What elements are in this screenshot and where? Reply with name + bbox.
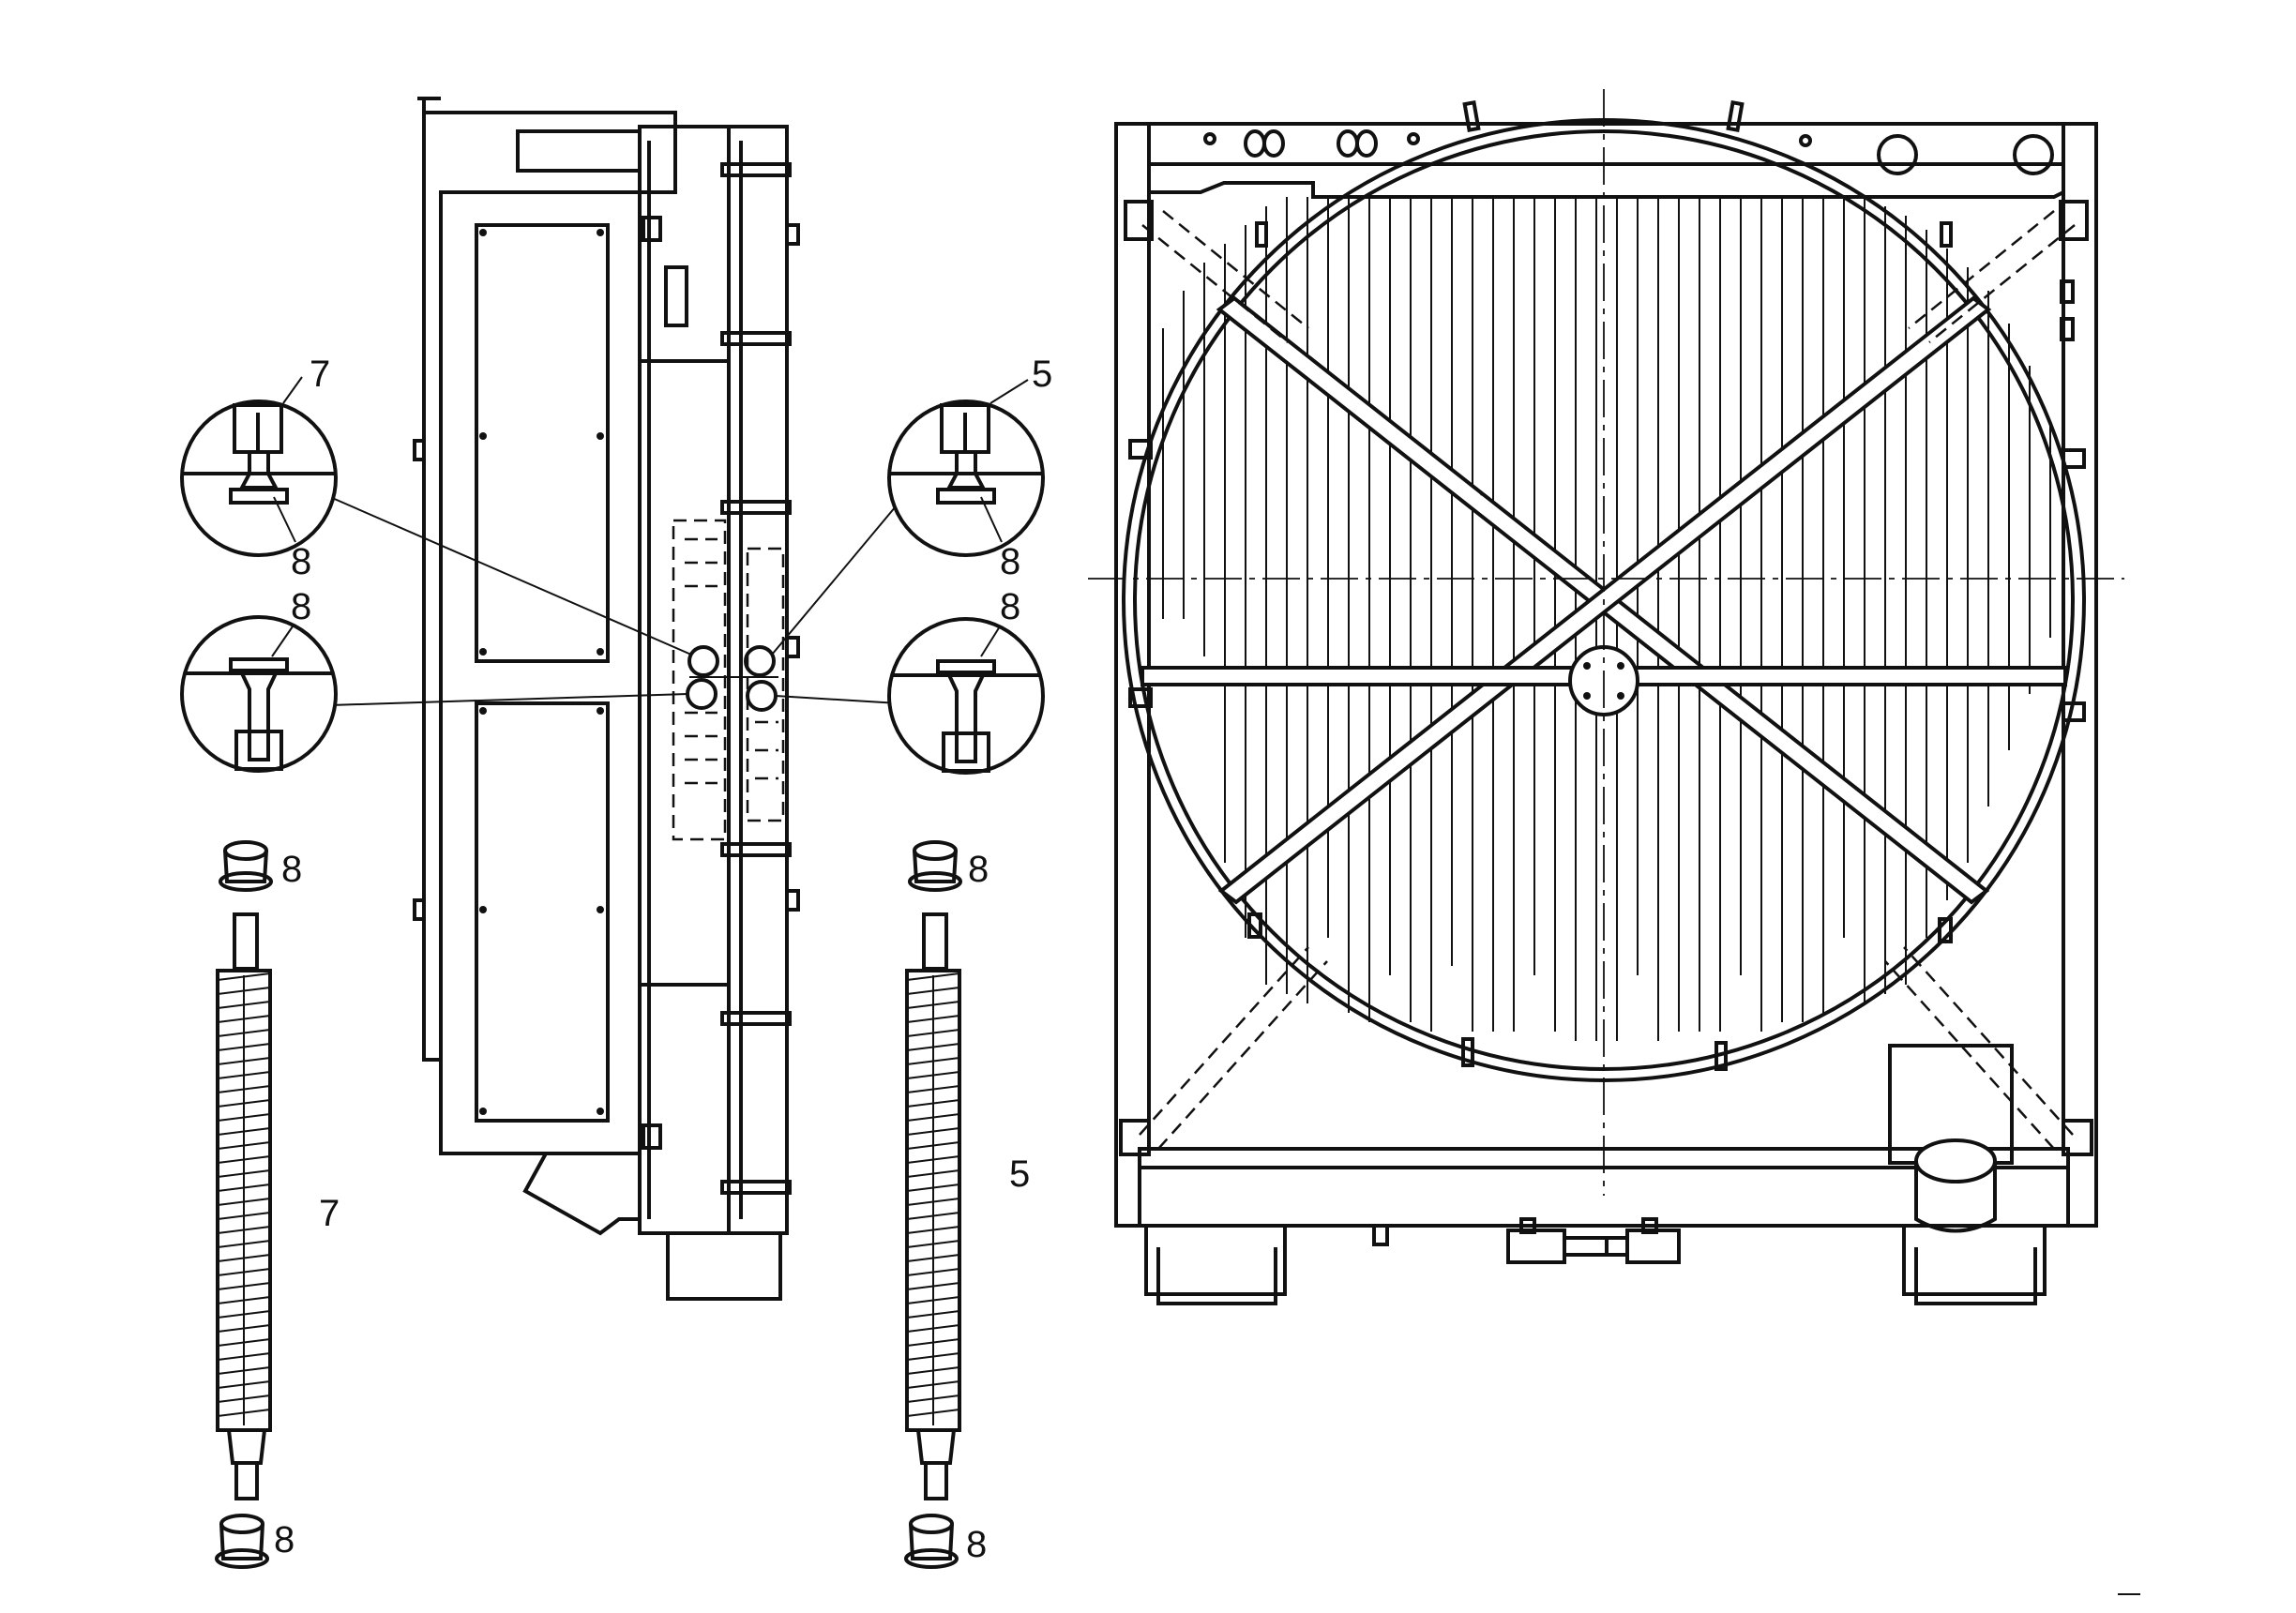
label-left-tube: 7 xyxy=(319,1193,340,1234)
label-detail-bottom-left-seal: 8 xyxy=(291,586,311,627)
fan-spokes xyxy=(1140,295,2067,905)
label-left-grommet-bottom: 8 xyxy=(274,1519,295,1560)
upper-right-connection xyxy=(744,645,776,677)
upper-left-connection xyxy=(687,645,719,677)
left-grommet-top xyxy=(219,840,273,892)
lower-right-connection xyxy=(746,680,778,712)
lower-access-panel xyxy=(475,701,610,1123)
detail-top-left xyxy=(180,399,338,557)
label-detail-top-right-part: 5 xyxy=(1032,354,1052,395)
detail-bottom-left xyxy=(180,615,338,773)
detail-leader-lines xyxy=(329,496,899,706)
label-right-grommet-bottom: 8 xyxy=(966,1524,987,1565)
right-grommet-top xyxy=(908,840,962,892)
left-tube-assembly xyxy=(215,840,273,1569)
upper-access-panel xyxy=(475,223,610,663)
detail-bottom-right xyxy=(887,617,1045,775)
left-foot xyxy=(1144,1226,1287,1296)
detail-top-right xyxy=(887,399,1045,557)
label-detail-bottom-right-seal: 8 xyxy=(1000,586,1020,627)
radiator-core-side xyxy=(638,125,731,1235)
label-detail-top-left-seal: 8 xyxy=(291,541,311,582)
core-fins xyxy=(1162,197,2051,1041)
drain-valve-left xyxy=(1506,1229,1566,1264)
label-detail-top-right-seal: 8 xyxy=(1000,541,1020,582)
radiator-tank-side xyxy=(727,125,789,1235)
drain-valve-right xyxy=(1625,1229,1681,1264)
right-tube-assembly xyxy=(904,840,962,1569)
radiator-front-view xyxy=(1088,89,2140,1595)
right-foot xyxy=(1902,1226,2047,1296)
label-right-grommet-top: 8 xyxy=(968,849,989,890)
lower-left-connection xyxy=(686,678,718,710)
label-detail-top-left-part: 7 xyxy=(310,354,330,395)
left-grommet-bottom xyxy=(215,1514,269,1569)
radiator-side-view xyxy=(413,97,800,1301)
label-right-tube: 5 xyxy=(1009,1153,1030,1195)
bottom-tank xyxy=(1138,1147,2070,1228)
label-left-grommet-top: 8 xyxy=(281,849,302,890)
right-grommet-bottom xyxy=(904,1514,959,1569)
